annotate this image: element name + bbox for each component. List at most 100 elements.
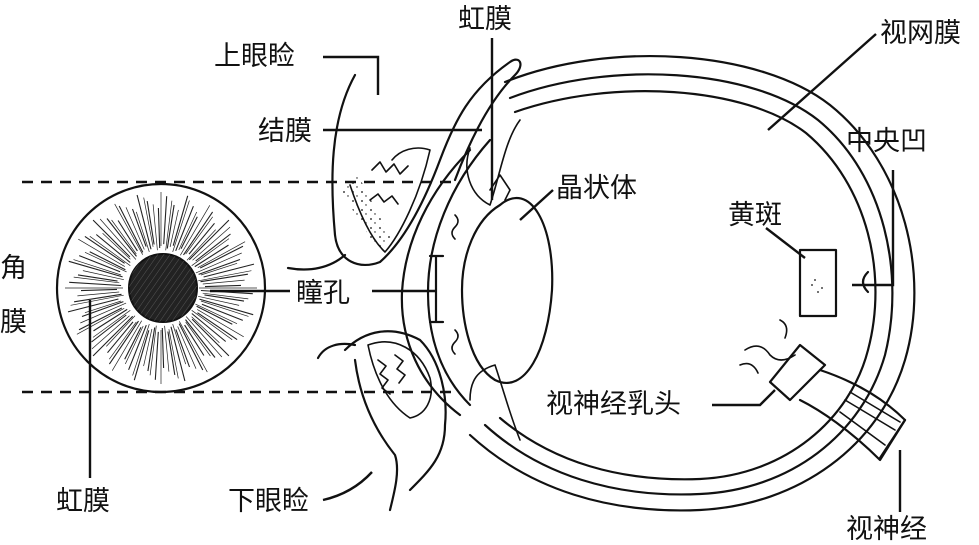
iris-ray	[89, 251, 126, 271]
iris-ray	[198, 295, 240, 306]
label-pupil: 瞳孔	[296, 278, 350, 309]
lower-eyelid-outline	[343, 330, 447, 512]
optic-disc-box	[768, 343, 827, 402]
iris-ray	[199, 245, 244, 269]
iris-ray	[199, 298, 254, 316]
label-cornea-char-1: 角	[0, 253, 27, 284]
front-view-eye	[55, 182, 267, 394]
iris-ray	[89, 236, 131, 266]
iris-ray	[191, 313, 227, 342]
label-upper-eyelid: 上眼睑	[214, 41, 295, 72]
iris-ray	[80, 302, 127, 324]
label-iris-top: 虹膜	[458, 4, 512, 35]
fovea-dip	[861, 270, 870, 294]
iris-ray	[67, 298, 119, 313]
retinal-vessels	[739, 319, 796, 374]
upper-eyelid-zigzag	[371, 161, 409, 175]
iris-ray	[197, 241, 246, 269]
pupil-opening-bracket	[428, 254, 445, 324]
iris-ray	[92, 310, 131, 338]
upper-iris-fold	[489, 174, 511, 201]
upper-eyelid-gland-texture	[340, 175, 392, 250]
iris-ray	[111, 219, 137, 255]
iris-ray	[157, 207, 161, 249]
iris-ray	[143, 197, 154, 247]
iris-ray	[117, 220, 138, 252]
iris-ray	[191, 310, 233, 340]
upper-eyelid-zigzag-2	[369, 193, 399, 205]
iris-ray	[107, 321, 134, 354]
iris-ray	[114, 203, 144, 255]
iris-ray	[74, 293, 122, 303]
iris-ray	[106, 315, 136, 347]
iris-ray	[172, 323, 187, 365]
iris-ray	[200, 262, 238, 276]
iris-ray	[185, 316, 223, 358]
iris-ray	[78, 255, 121, 273]
iris-ray	[198, 270, 252, 282]
lower-eyelid-tarsus	[367, 341, 432, 419]
iris-ray	[168, 329, 179, 379]
label-lens: 晶状体	[556, 173, 637, 204]
iris-ray	[131, 208, 147, 247]
iris-ray	[84, 235, 125, 264]
label-conjunctiva: 结膜	[258, 116, 312, 147]
iris-ray	[124, 325, 144, 365]
iris-ray	[170, 326, 186, 382]
leader-macula	[765, 227, 806, 259]
iris-ray	[201, 303, 244, 321]
iris-ray	[80, 288, 118, 292]
iris-ray	[178, 211, 198, 251]
iris-ray	[133, 330, 150, 381]
iris-edge-lower	[451, 329, 459, 355]
iris-ray	[202, 279, 245, 285]
iris-ray	[185, 321, 211, 357]
iris-ray	[195, 252, 242, 274]
iris-ray	[198, 258, 241, 275]
iris-ray	[184, 324, 205, 356]
iris-ray	[81, 301, 124, 318]
iris-ray	[163, 196, 168, 245]
iris-ray	[69, 281, 122, 287]
lower-eyelid-zigzag	[377, 359, 391, 395]
iris-ray	[166, 204, 175, 249]
iris-ray	[183, 211, 214, 256]
iris-ray	[111, 320, 143, 371]
iris-ray	[191, 238, 230, 266]
iris-ray	[179, 205, 211, 256]
iris-ray	[169, 209, 179, 248]
iris-ray	[78, 238, 125, 267]
lower-eyelash	[316, 342, 357, 360]
iris-ray	[200, 273, 248, 283]
iris-ray	[191, 318, 230, 357]
iris-ray	[197, 312, 238, 341]
iris-ray	[185, 216, 213, 255]
iris-ray	[178, 323, 204, 371]
choroid-layer	[483, 73, 894, 496]
iris-ray	[195, 303, 238, 325]
upper-ciliary	[466, 119, 521, 206]
iris-ray	[204, 294, 245, 302]
iris-ray	[99, 218, 137, 260]
iris-ray	[84, 251, 127, 273]
label-lower-eyelid: 下眼睑	[228, 486, 309, 517]
sclera-outer	[468, 54, 916, 512]
lower-eyelid-zigzag-2	[394, 354, 406, 384]
iris-ray	[70, 294, 124, 306]
iris-ray	[188, 222, 215, 255]
iris-ray	[188, 219, 230, 261]
iris-ray	[175, 329, 191, 368]
optic-nerve-fibres	[839, 391, 901, 446]
label-fovea: 中央凹	[846, 126, 927, 157]
label-cornea-char-2: 膜	[0, 307, 27, 338]
iris-ray	[82, 270, 124, 281]
iris-ray	[204, 284, 242, 288]
label-optic-nerve: 视神经	[846, 514, 927, 545]
upper-eyelash	[286, 253, 347, 271]
iris-ray	[135, 211, 150, 253]
iris-ray	[203, 263, 255, 278]
iris-ray	[200, 300, 249, 317]
iris-ray	[108, 320, 139, 365]
